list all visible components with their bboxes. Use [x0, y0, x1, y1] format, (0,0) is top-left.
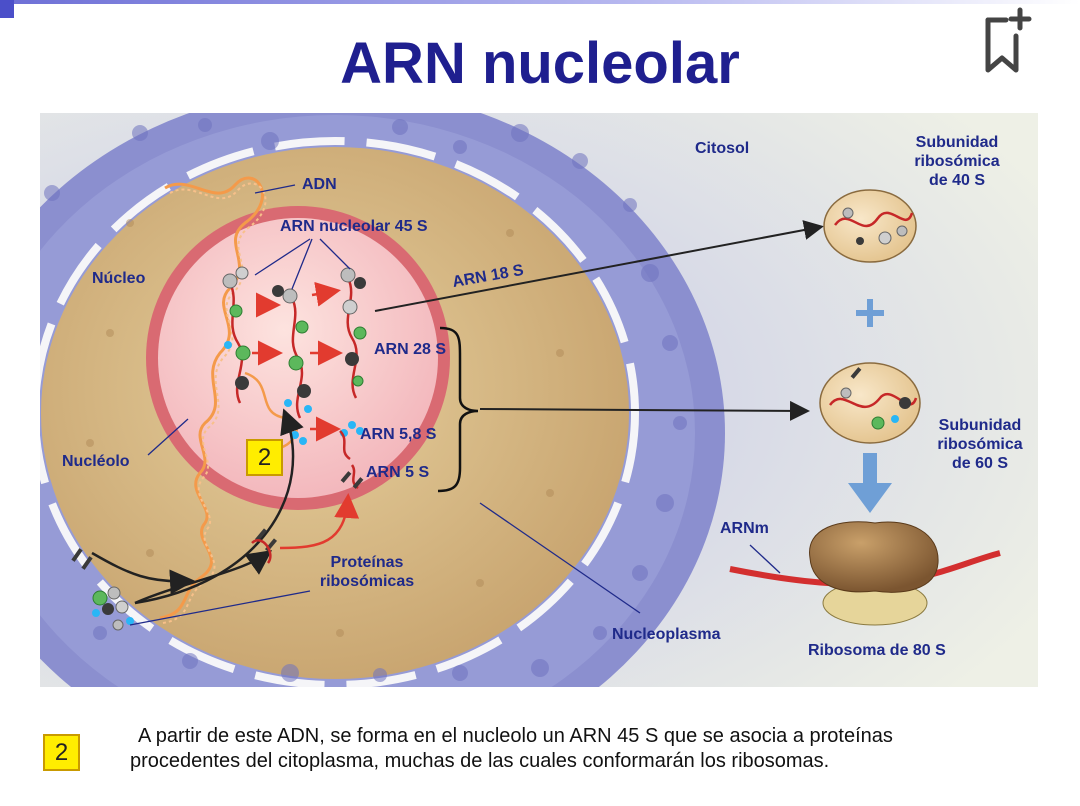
label-sub40-line1: Subunidad [915, 134, 999, 151]
label-proteinas-ribosomicas: Proteínas ribosómicas [302, 553, 432, 591]
label-sub60-line3: de 60 S [951, 455, 1009, 472]
label-subunidad-60s: Subunidad ribosómica de 60 S [925, 416, 1035, 473]
label-subunidad-40s: Subunidad ribosómica de 40 S [902, 133, 1012, 190]
label-proteinas-line2: ribosómicas [319, 573, 415, 590]
label-sub60-line1: Subunidad [938, 417, 1022, 434]
marker-badge-2: 2 [246, 439, 283, 476]
label-citosol: Citosol [695, 140, 750, 157]
page-title: ARN nucleolar [340, 31, 740, 96]
label-ribosoma-80s: Ribosoma de 80 S [808, 642, 946, 659]
label-arn-45s: ARN nucleolar 45 S [280, 218, 428, 235]
label-arn-5-8s: ARN 5,8 S [360, 426, 437, 443]
label-sub40-line3: de 40 S [928, 172, 986, 189]
caption-line-2: procedentes del citoplasma, muchas de la… [130, 750, 830, 772]
caption-badge-2: 2 [43, 734, 80, 771]
caption-line-1: A partir de este ADN, se forma en el nuc… [138, 725, 893, 747]
label-nucleoplasma: Nucleoplasma [612, 626, 721, 643]
corner-accent [0, 0, 14, 18]
label-sub60-line2: ribosómica [937, 436, 1023, 453]
label-nucleo: Núcleo [92, 270, 146, 287]
caption-text: A partir de este ADN, se forma en el nuc… [130, 724, 1030, 774]
bookmark-add-icon[interactable] [980, 6, 1032, 76]
label-arnm: ARNm [720, 520, 769, 537]
top-accent-bar [0, 0, 1080, 4]
label-nucleolo: Nucléolo [62, 453, 130, 470]
label-sub40-line2: ribosómica [914, 153, 1000, 170]
label-proteinas-line1: Proteínas [330, 554, 404, 571]
label-adn: ADN [302, 176, 337, 193]
ribosome-synthesis-diagram: Citosol ADN ARN nucleolar 45 S Núcleo AR… [40, 113, 1038, 687]
diagram-illustration [40, 113, 1038, 687]
label-arn-5s: ARN 5 S [366, 464, 430, 481]
label-arn-28s: ARN 28 S [374, 341, 447, 358]
